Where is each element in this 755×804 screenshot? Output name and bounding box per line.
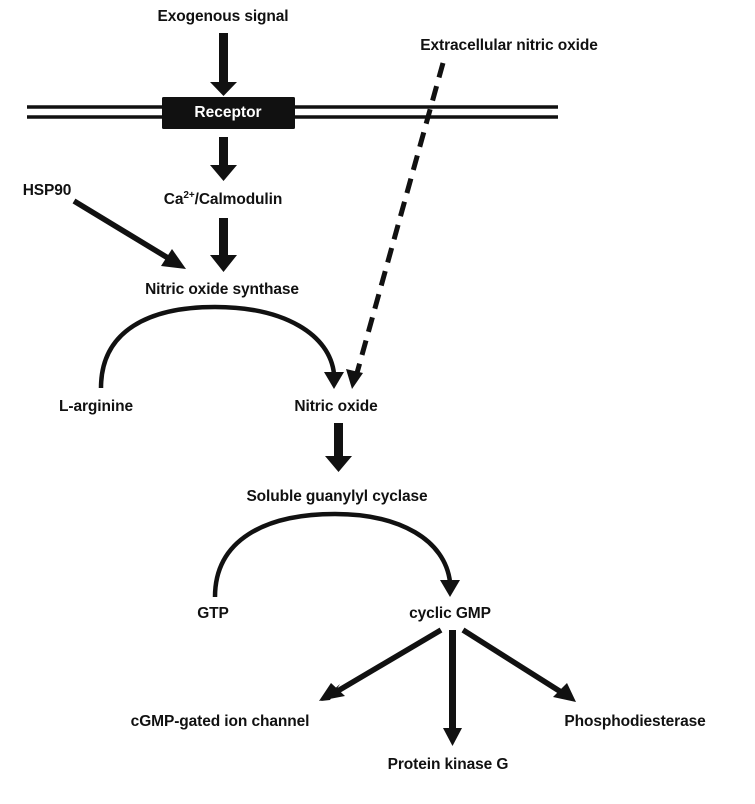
arrow-cgmp-to-ion-channel <box>319 627 443 701</box>
arrow-gtp-to-cgmp <box>212 511 460 598</box>
label-soluble-guanylyl-cyclase: Soluble guanylyl cyclase <box>246 488 428 505</box>
arrow-no-to-sgc <box>325 423 352 472</box>
label-extracellular-nitric-oxide: Extracellular nitric oxide <box>420 37 598 54</box>
label-nitric-oxide-synthase: Nitric oxide synthase <box>145 281 299 298</box>
arrow-cgmp-to-pde <box>461 627 576 702</box>
arrow-l-arginine-to-no <box>98 304 344 389</box>
label-l-arginine: L-arginine <box>59 398 133 415</box>
arrow-extracellular-no-to-no <box>346 62 446 389</box>
label-cyclic-gmp: cyclic GMP <box>409 605 491 622</box>
label-protein-kinase-g: Protein kinase G <box>387 756 509 773</box>
label-calmodulin: Ca2+/Calmodulin <box>163 189 283 209</box>
arrow-receptor-to-calmodulin <box>210 137 237 181</box>
calmodulin-charge: 2+ <box>183 189 195 201</box>
label-hsp90: HSP90 <box>22 182 72 199</box>
arrow-calmodulin-to-nos <box>210 218 237 272</box>
label-exogenous-signal: Exogenous signal <box>157 8 289 25</box>
label-phosphodiesterase: Phosphodiesterase <box>564 713 706 730</box>
label-cgmp-gated-ion-channel: cGMP-gated ion channel <box>130 713 310 730</box>
calmodulin-ca: Ca <box>163 191 184 208</box>
calmodulin-name: /Calmodulin <box>194 191 283 208</box>
arrow-hsp90-to-nos <box>72 198 186 269</box>
label-nitric-oxide: Nitric oxide <box>294 398 378 415</box>
label-receptor: Receptor <box>194 104 262 121</box>
arrow-cgmp-to-pkg <box>443 630 462 746</box>
arrow-signal-to-receptor <box>210 33 237 96</box>
receptor-box <box>162 97 295 129</box>
label-gtp: GTP <box>197 605 229 622</box>
